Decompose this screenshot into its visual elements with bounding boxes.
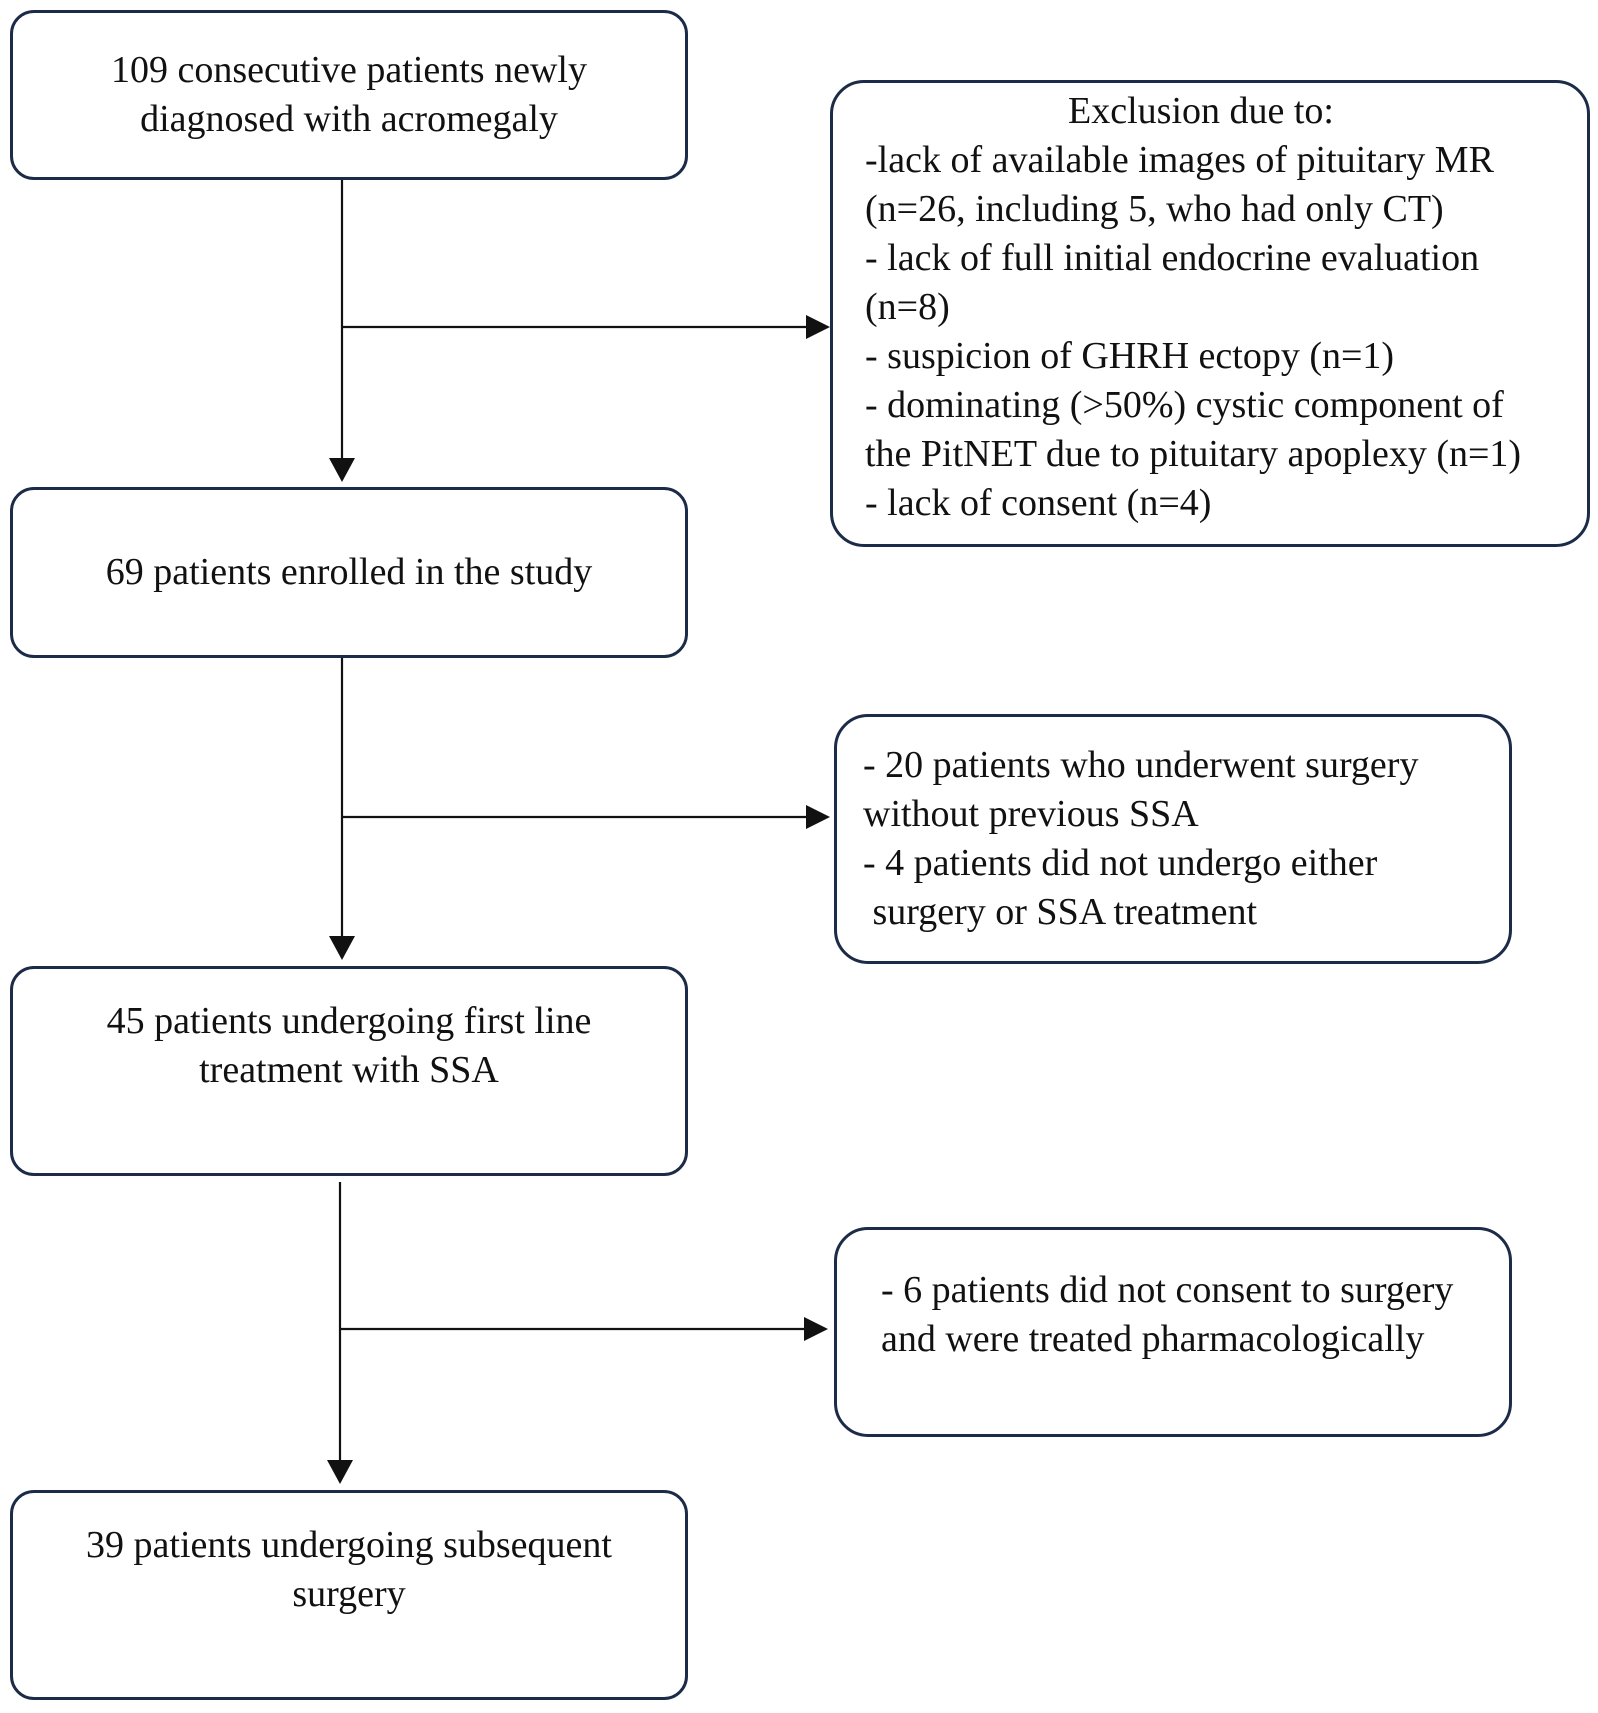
box-enrolled: 69 patients enrolled in the study bbox=[10, 487, 688, 658]
exclusion-line-6: - dominating (>50%) cystic component of bbox=[865, 384, 1504, 426]
box-initial-cohort: 109 consecutive patients newly diagnosed… bbox=[10, 10, 688, 180]
initial-cohort-line-2: diagnosed with acromegaly bbox=[140, 98, 558, 140]
exclusion-line-7: the PitNET due to pituitary apoplexy (n=… bbox=[865, 433, 1522, 475]
initial-cohort-line-1: 109 consecutive patients newly bbox=[111, 49, 587, 91]
arrowhead-first-line bbox=[329, 936, 355, 960]
arrowhead-enrolled bbox=[329, 458, 355, 482]
subsequent-surgery-line-2: surgery bbox=[292, 1573, 406, 1615]
first-line-ssa-line-2: treatment with SSA bbox=[199, 1049, 499, 1091]
exclusion-line-5: - suspicion of GHRH ectopy (n=1) bbox=[865, 335, 1395, 377]
arrowhead-exclusion-1 bbox=[806, 315, 830, 339]
exclusion-line-1: -lack of available images of pituitary M… bbox=[865, 139, 1494, 181]
exclusion-line-8: - lack of consent (n=4) bbox=[865, 482, 1212, 524]
box-first-line-ssa: 45 patients undergoing first line treatm… bbox=[10, 966, 688, 1176]
exclusion-line-4: (n=8) bbox=[865, 286, 950, 328]
arrowhead-exclusion-2 bbox=[806, 805, 830, 829]
excluded-treatment-line-2: without previous SSA bbox=[863, 793, 1199, 835]
exclusion-title: Exclusion due to: bbox=[1068, 90, 1334, 132]
arrowhead-surgery bbox=[327, 1460, 353, 1484]
box-excluded-treatment: - 20 patients who underwent surgery with… bbox=[834, 714, 1512, 964]
exclusion-line-3: - lack of full initial endocrine evaluat… bbox=[865, 237, 1480, 279]
no-surgery-consent-line-1: - 6 patients did not consent to surgery bbox=[881, 1269, 1454, 1311]
excluded-treatment-line-3: - 4 patients did not undergo either bbox=[863, 842, 1378, 884]
first-line-ssa-line-1: 45 patients undergoing first line bbox=[106, 1000, 592, 1042]
box-no-surgery-consent: - 6 patients did not consent to surgery … bbox=[834, 1227, 1512, 1437]
enrolled-line-1: 69 patients enrolled in the study bbox=[105, 551, 593, 593]
excluded-treatment-line-1: - 20 patients who underwent surgery bbox=[863, 744, 1419, 786]
arrowhead-exclusion-3 bbox=[804, 1317, 828, 1341]
exclusion-line-2: (n=26, including 5, who had only CT) bbox=[865, 188, 1444, 230]
no-surgery-consent-line-2: and were treated pharmacologically bbox=[881, 1318, 1425, 1360]
excluded-treatment-line-4: surgery or SSA treatment bbox=[863, 891, 1258, 933]
box-exclusion-criteria: Exclusion due to: -lack of available ima… bbox=[830, 80, 1590, 547]
subsequent-surgery-line-1: 39 patients undergoing subsequent bbox=[86, 1524, 612, 1566]
box-subsequent-surgery: 39 patients undergoing subsequent surger… bbox=[10, 1490, 688, 1700]
